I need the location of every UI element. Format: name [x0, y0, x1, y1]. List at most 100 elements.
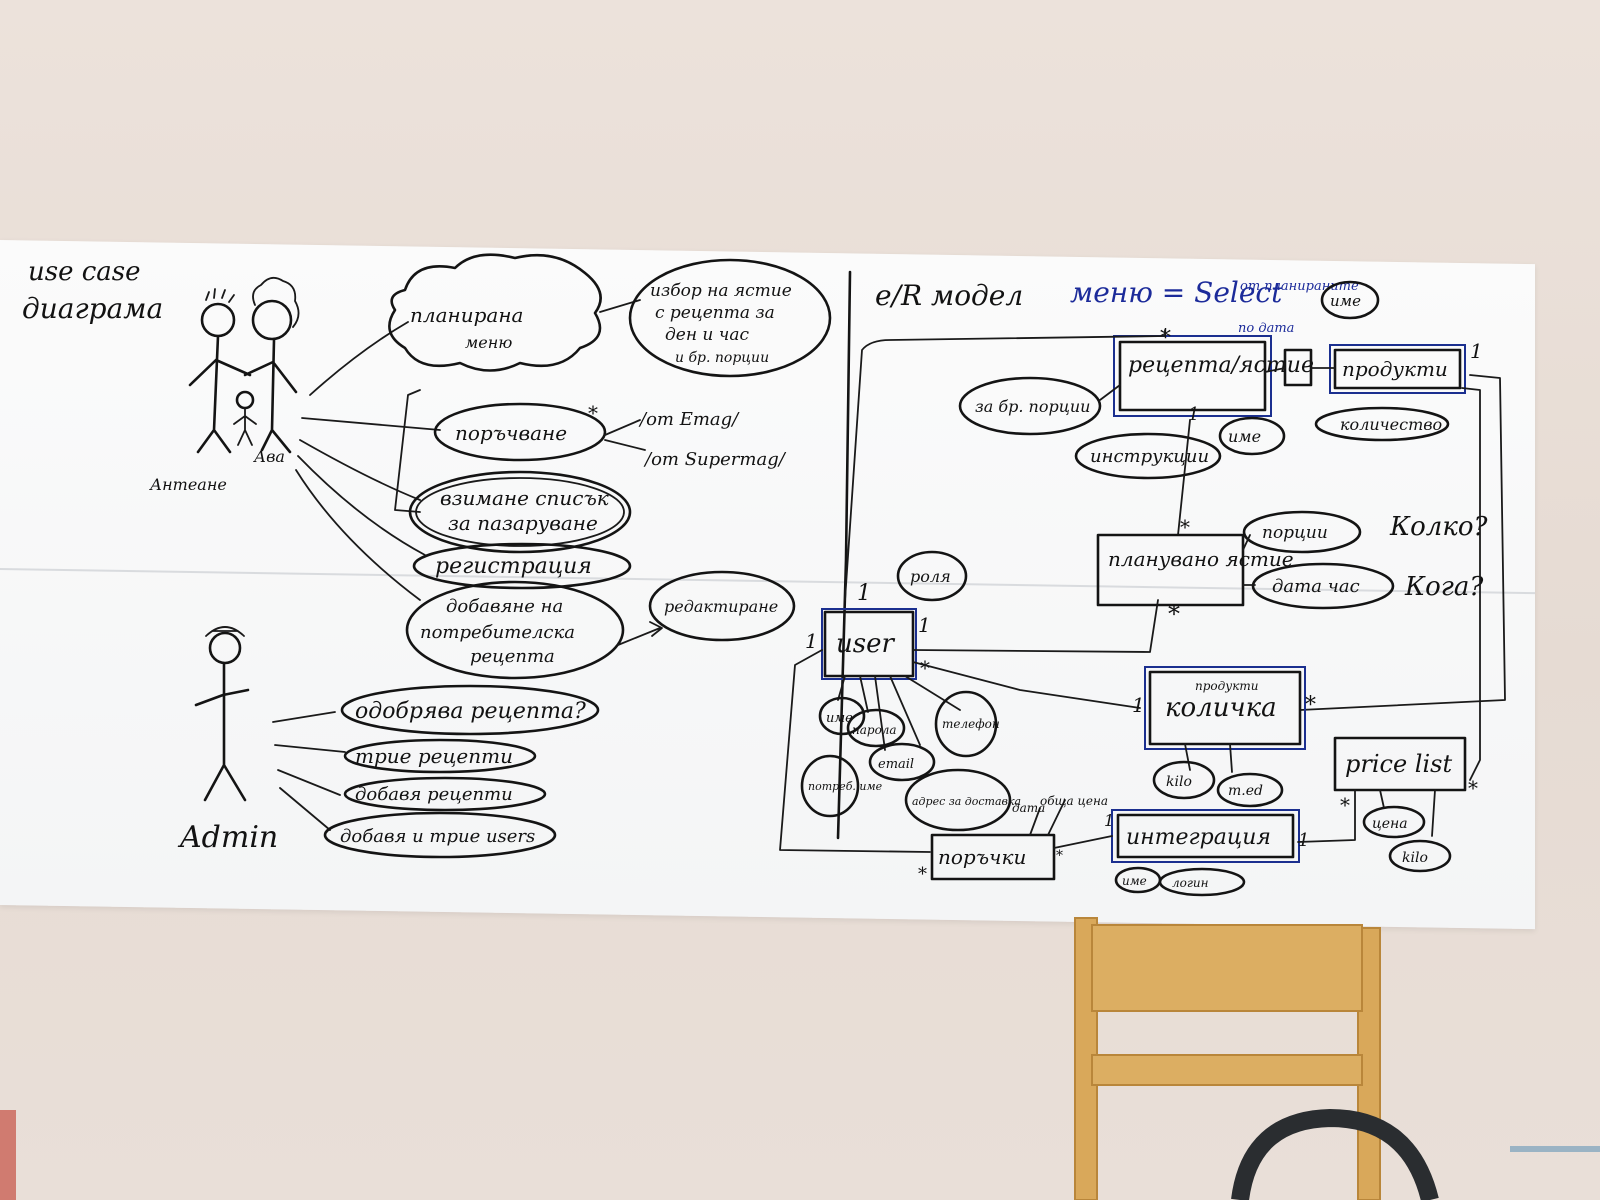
attr-price-kilo [1388, 839, 1452, 873]
entity-recipe-highlight [1113, 335, 1272, 417]
integration-multiplicity-left: 1 [1104, 811, 1114, 830]
admin-head-icon [208, 631, 242, 665]
orders-multiplicity-right: * [1056, 848, 1063, 864]
price-list-multiplicity-right: * [1468, 776, 1478, 800]
attr-date-label: дата [1012, 801, 1045, 815]
choose-meal-4: и бр. порции [675, 350, 769, 366]
attr-phone-label: телефон [942, 717, 1000, 731]
price-list-links [1297, 789, 1436, 843]
entity-price-list [1333, 736, 1467, 792]
attr-password-label: парола [852, 723, 897, 737]
planned-note-1: от планираните [1240, 279, 1359, 294]
recipe-multiplicity-bottom: 1 [1188, 404, 1199, 425]
attr-portions-count-label: за бр. порции [975, 397, 1090, 416]
entity-recipe-label: рецепта/ястие [1128, 353, 1314, 378]
shopping-list-2: за пазаруване [448, 511, 598, 535]
rack-bar [1510, 1146, 1600, 1152]
case-add-recipe [405, 580, 625, 680]
attr-date-time [1251, 562, 1395, 610]
case-shopping-list-inner [415, 477, 625, 547]
planned-note-2: по дата [1238, 321, 1294, 336]
wooden-chair [1074, 917, 1381, 1200]
family-association-lines [295, 321, 441, 601]
attr-recipe-name [1218, 416, 1286, 456]
stick-figure-icon [243, 338, 298, 454]
cloud-planned-menu [388, 253, 602, 372]
attr-portions [1242, 510, 1362, 554]
entity-orders [930, 833, 1056, 881]
entity-user-highlight [821, 608, 917, 680]
planned-multiplicity-top: * [1180, 515, 1190, 539]
entity-products [1333, 348, 1462, 390]
add-recipe-3: рецепта [470, 646, 555, 667]
choose-meal-1: избор на ястие [650, 281, 792, 301]
products-pricelist-line [1461, 387, 1481, 781]
entity-price-list-label: price list [1345, 750, 1452, 778]
registration-label: регистрация [435, 554, 592, 579]
user-planned-line [912, 599, 1159, 653]
attr-name-label: име [826, 711, 853, 726]
case-choose-meal [628, 258, 832, 378]
entity-planned-meal [1096, 533, 1245, 607]
user-attr-links [837, 675, 961, 751]
attr-meas [1216, 772, 1284, 808]
er-title: e/R модел [875, 279, 1023, 312]
planned-multiplicity-bottom: * [1168, 600, 1180, 628]
attr-price-kilo-label: kilo [1402, 850, 1428, 866]
section-divider [836, 270, 852, 840]
attr-portions-label: порции [1262, 523, 1328, 543]
orders-integration-link [1053, 835, 1113, 849]
attr-name [818, 696, 866, 736]
planned-menu-label-1: планирана [410, 303, 523, 327]
price-list-multiplicity-left: * [1340, 793, 1350, 817]
add-recipes-label: добавя рецепти [355, 784, 513, 805]
admin-association-lines [272, 711, 346, 831]
order-multiplicity: * [588, 401, 598, 425]
attr-product-name-label: име [1330, 292, 1361, 310]
attr-role-label: роля [910, 567, 951, 586]
actor-admin [194, 626, 250, 802]
attr-link [1099, 384, 1121, 401]
attr-product-name [1320, 280, 1380, 320]
use-case-title-1: use case [28, 257, 141, 287]
actor-head-icon [200, 302, 236, 338]
hair-icon [205, 288, 235, 303]
edit-label: редактиране [664, 597, 778, 616]
bracket-line [394, 389, 421, 513]
order-supermag: /от Supermag/ [643, 449, 787, 470]
choose-meal-2: с рецепта за [655, 303, 775, 323]
actor-head-icon [251, 299, 293, 341]
user-multiplicity-left: 1 [805, 629, 818, 653]
attr-price-label: цена [1372, 816, 1408, 832]
planned-attr-links [1242, 534, 1256, 586]
recipe-products-links [1264, 367, 1336, 373]
curly-hair-icon [252, 276, 300, 328]
attr-recipe-name-label: име [1228, 427, 1261, 446]
user-cart-line [912, 661, 1141, 709]
actor-left-label: Антеане [149, 475, 227, 494]
user-recipe-line [844, 329, 1166, 601]
order-branch-lines [604, 419, 646, 451]
attr-quantity-label: количество [1340, 415, 1442, 434]
chair-top-rail [1091, 924, 1363, 1012]
attr-login-name [800, 754, 860, 818]
attr-email-label: email [878, 757, 914, 772]
attr-portions-count [958, 376, 1102, 436]
case-add-recipes [343, 776, 547, 812]
cart-products-label: продукти [1195, 679, 1258, 693]
attr-api-token [1158, 867, 1246, 897]
stick-figure-icon [194, 662, 250, 802]
orders-attr-links [1029, 799, 1066, 836]
entity-user [823, 610, 915, 678]
order-label: поръчване [455, 421, 567, 445]
products-cart-line [1299, 374, 1506, 711]
actor-family [188, 276, 300, 454]
case-manage-users [323, 811, 557, 859]
attr-instructions-label: инструкции [1090, 446, 1209, 467]
attr-password [846, 708, 906, 748]
user-multiplicity-top: 1 [857, 581, 871, 606]
menu-select-note: меню = Select [1070, 276, 1283, 309]
choose-meal-3: ден и час [665, 325, 749, 345]
actor-right-label: Ава [253, 447, 285, 466]
